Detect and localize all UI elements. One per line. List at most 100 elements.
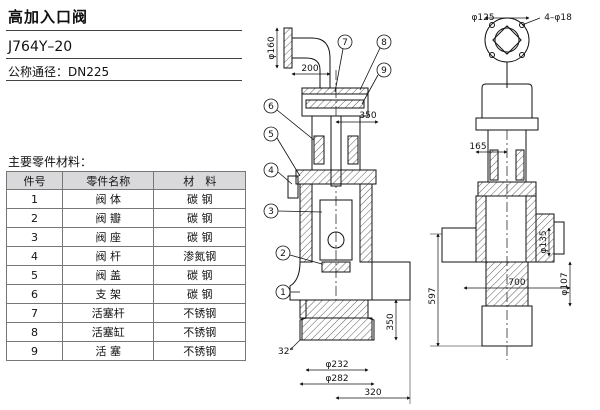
bracket-legs bbox=[311, 116, 361, 170]
bolt-hole bbox=[519, 52, 525, 58]
side-body-wall-right bbox=[525, 195, 537, 263]
side-view bbox=[441, 17, 565, 360]
part-material: 不锈钢 bbox=[153, 322, 246, 342]
col-header-material: 材 料 bbox=[153, 171, 246, 190]
bracket-left bbox=[313, 135, 325, 165]
part-name: 活塞杆 bbox=[62, 303, 155, 323]
part-material: 碳 钢 bbox=[153, 189, 246, 209]
part-material: 碳 钢 bbox=[153, 265, 246, 285]
bolt-hole bbox=[489, 52, 495, 58]
part-no: 2 bbox=[5, 208, 64, 228]
dim-350-top: 350 bbox=[359, 111, 376, 121]
info-panel: 高加入口阀 J764Y–20 公称通径：DN225 主要零件材料： 件号 零件名… bbox=[0, 0, 258, 410]
body-wall-left bbox=[299, 183, 313, 263]
balloon-2: 2 bbox=[275, 245, 323, 265]
balloon-6: 6 bbox=[263, 98, 315, 141]
bonnet-bolt bbox=[287, 175, 299, 199]
flange-inner-circle bbox=[494, 27, 520, 53]
parts-heading: 主要零件材料： bbox=[8, 155, 93, 169]
side-body-wall-left bbox=[475, 195, 487, 263]
dim-phi232: φ232 bbox=[325, 360, 348, 370]
balloon-3: 3 bbox=[263, 203, 323, 219]
piston bbox=[305, 99, 365, 109]
model-number: J764Y–20 bbox=[8, 39, 73, 55]
part-name: 阀 盖 bbox=[62, 265, 155, 285]
part-name: 活 塞 bbox=[62, 341, 155, 361]
bonnet bbox=[295, 169, 377, 185]
dim-phi135: φ135 bbox=[539, 230, 549, 253]
svg-text:9: 9 bbox=[381, 66, 387, 76]
svg-text:6: 6 bbox=[268, 102, 274, 112]
dim-700: 700 bbox=[508, 278, 525, 288]
part-name: 阀 座 bbox=[62, 227, 155, 247]
top-flange bbox=[283, 27, 293, 69]
dim-phi282: φ282 bbox=[325, 374, 348, 384]
side-nozzle-end bbox=[553, 221, 565, 255]
part-material: 渗氮钢 bbox=[153, 246, 246, 266]
svg-text:2: 2 bbox=[280, 249, 286, 259]
pilot-pipe-inner bbox=[292, 57, 321, 88]
dn-underline bbox=[6, 80, 242, 81]
dim-350-side: 350 bbox=[386, 313, 396, 330]
bolt-hole bbox=[489, 22, 495, 28]
pilot-pipe-outer bbox=[292, 37, 331, 88]
side-bonnet bbox=[477, 181, 537, 197]
dim-phi125: φ125 bbox=[471, 13, 494, 23]
actuator-cylinder bbox=[481, 83, 533, 119]
dim-165: 165 bbox=[469, 142, 486, 152]
part-no: 3 bbox=[5, 227, 64, 247]
yoke-legs bbox=[487, 130, 527, 182]
part-no: 4 bbox=[5, 246, 64, 266]
part-name: 阀 杆 bbox=[62, 246, 155, 266]
nominal-size: 公称通径：DN225 bbox=[8, 63, 109, 80]
balloon-9: 9 bbox=[361, 62, 392, 105]
balloon-8: 8 bbox=[359, 34, 392, 91]
side-weld-end bbox=[481, 305, 533, 347]
side-outlet-left bbox=[441, 227, 477, 263]
col-header-name: 零件名称 bbox=[62, 171, 155, 190]
col-header-no: 件号 bbox=[5, 171, 64, 190]
part-no: 1 bbox=[5, 189, 64, 209]
front-section-view bbox=[283, 27, 411, 341]
part-name: 支 架 bbox=[62, 284, 155, 304]
part-name: 阀 体 bbox=[62, 189, 155, 209]
disc-cage bbox=[319, 199, 353, 261]
part-material: 碳 钢 bbox=[153, 284, 246, 304]
svg-text:3: 3 bbox=[268, 207, 274, 217]
bracket-right bbox=[347, 135, 359, 165]
actuator-flange bbox=[475, 117, 539, 131]
balloon-4: 4 bbox=[263, 162, 293, 185]
valve-drawing: 7 8 9 6 5 4 3 2 1 φ160 200 350 350 32° φ… bbox=[263, 13, 572, 404]
balloon-1: 1 bbox=[275, 284, 300, 300]
nominal-size-value: DN225 bbox=[68, 65, 110, 79]
dim-200: 200 bbox=[301, 64, 318, 74]
dim-holes: 4–φ18 bbox=[544, 13, 572, 23]
bolt-hole bbox=[519, 22, 525, 28]
dim-597: 597 bbox=[428, 287, 438, 304]
side-outlet bbox=[371, 261, 411, 301]
part-name: 活塞缸 bbox=[62, 322, 155, 342]
yoke-left bbox=[489, 149, 499, 181]
part-no: 5 bbox=[5, 265, 64, 285]
body-wall-right bbox=[359, 183, 373, 263]
model-underline bbox=[6, 58, 242, 59]
front-dimensions: φ160 200 350 350 32° φ232 φ282 320 bbox=[267, 27, 411, 404]
svg-text:8: 8 bbox=[381, 38, 387, 48]
title-underline bbox=[6, 30, 242, 31]
dim-phi160: φ160 bbox=[267, 36, 277, 59]
part-material: 碳 钢 bbox=[153, 208, 246, 228]
svg-text:5: 5 bbox=[268, 130, 274, 140]
flange-square bbox=[492, 25, 522, 55]
part-balloons: 7 8 9 6 5 4 3 2 1 bbox=[263, 34, 392, 300]
part-no: 6 bbox=[5, 284, 64, 304]
balloon-5: 5 bbox=[263, 126, 301, 177]
disc-window bbox=[327, 231, 345, 249]
side-neck bbox=[485, 261, 529, 307]
part-no: 7 bbox=[5, 303, 64, 323]
